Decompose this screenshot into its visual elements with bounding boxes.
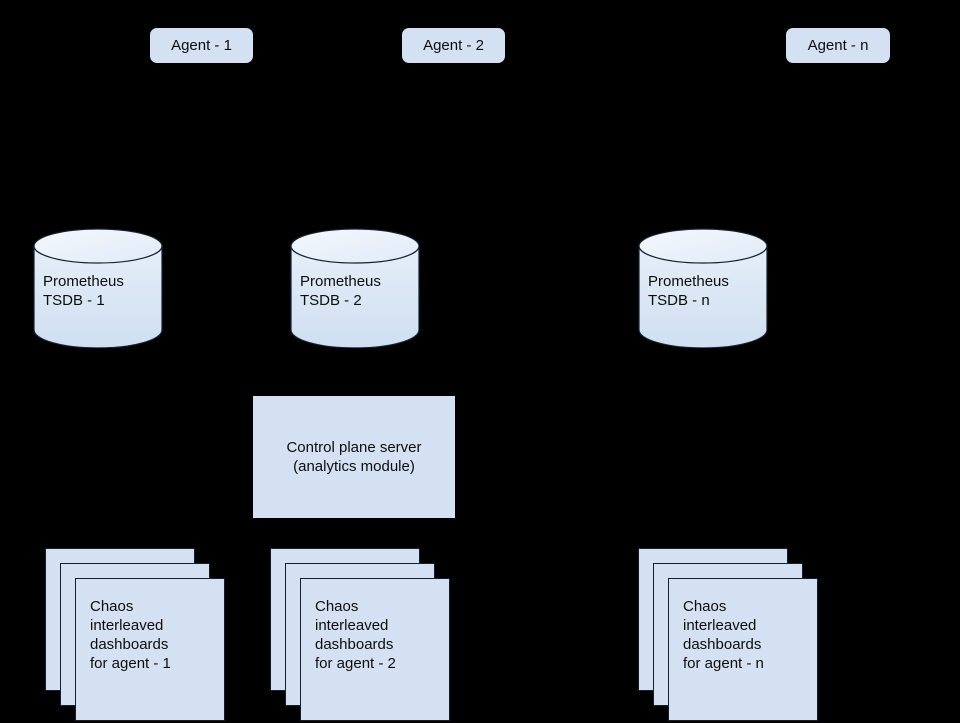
connector-tsdbn-to-control-plane [403, 348, 704, 395]
connector-agent1-to-tsdb1 [92, 63, 202, 229]
agent-box-n[interactable]: Agent - n [786, 28, 890, 63]
agents-ellipsis: ... [630, 34, 661, 59]
database-cylinder-n[interactable]: Prometheus TSDB - n [638, 228, 768, 348]
database-cylinder-2[interactable]: Prometheus TSDB - 2 [290, 228, 420, 348]
databases-ellipsis: ... [450, 303, 481, 328]
cylinder-shape [33, 228, 163, 348]
dashboard-stack-n[interactable]: Chaos interleaved dashboards for agent -… [638, 548, 818, 723]
dashboard-stack-2[interactable]: Chaos interleaved dashboards for agent -… [270, 548, 450, 723]
cylinder-shape [290, 228, 420, 348]
dashboard-sheet-front[interactable]: Chaos interleaved dashboards for agent -… [300, 578, 450, 721]
dashboard-sheet-front[interactable]: Chaos interleaved dashboards for agent -… [75, 578, 225, 721]
cylinder-shape [638, 228, 768, 348]
agent-box-1[interactable]: Agent - 1 [150, 28, 253, 63]
database-label: Prometheus TSDB - n [648, 273, 729, 309]
agent-label: Agent - 1 [171, 37, 232, 54]
dashboard-sheet-front[interactable]: Chaos interleaved dashboards for agent -… [668, 578, 818, 721]
connector-tsdb1-to-control-plane [96, 348, 305, 395]
connector-agentn-to-tsdbn [698, 63, 839, 229]
database-label: Prometheus TSDB - 2 [300, 273, 381, 309]
control-plane-label: Control plane server (analytics module) [286, 439, 422, 475]
database-label: Prometheus TSDB - 1 [43, 273, 124, 309]
dashboard-stack-1[interactable]: Chaos interleaved dashboards for agent -… [45, 548, 225, 723]
dashboard-label: Chaos interleaved dashboards for agent -… [315, 598, 396, 672]
dashboard-label: Chaos interleaved dashboards for agent -… [90, 598, 171, 672]
connector-agent2-to-tsdb2 [349, 63, 453, 229]
dashboard-label: Chaos interleaved dashboards for agent -… [683, 598, 764, 672]
agent-label: Agent - n [807, 37, 869, 54]
database-cylinder-1[interactable]: Prometheus TSDB - 1 [33, 228, 163, 348]
agent-label: Agent - 2 [423, 37, 484, 54]
control-plane-server-box[interactable]: Control plane server (analytics module) [253, 396, 455, 518]
agent-box-2[interactable]: Agent - 2 [402, 28, 505, 63]
